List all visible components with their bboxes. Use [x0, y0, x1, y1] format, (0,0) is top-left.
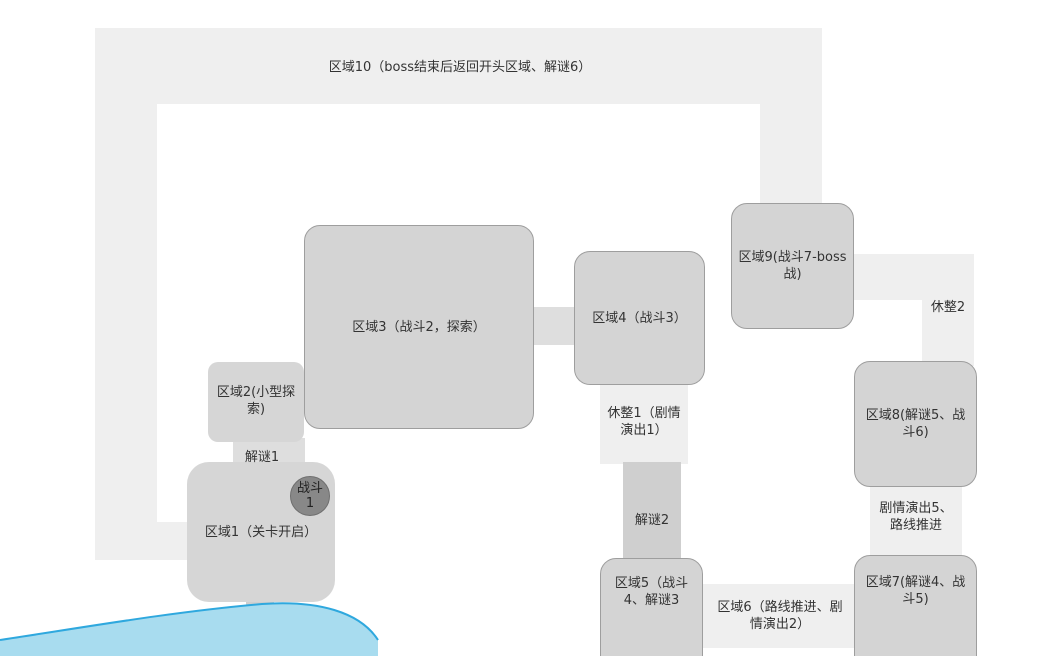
area10-top-corridor: [95, 28, 822, 104]
area10-left-corridor: [95, 28, 157, 560]
puzzle2-label: 解谜2: [634, 512, 670, 528]
room-area3-label: 区域3（战斗2，探索）: [352, 319, 486, 335]
rest2-corridor-vertical: [922, 254, 974, 366]
room-area7: 区域7(解谜4、战 斗5): [854, 555, 977, 656]
room-area2: 区域2(小型探 索): [208, 362, 304, 442]
room-area5: 区域5（战斗 4、解谜3: [600, 558, 703, 656]
puzzle1-label: 解谜1: [244, 449, 280, 465]
room-area9-label: 区域9(战斗7-boss 战): [738, 250, 847, 282]
story5-label: 剧情演出5、 路线推进: [879, 501, 953, 533]
room-area2-label: 区域2(小型探 索): [216, 385, 296, 417]
r3-r4-link: [532, 307, 578, 345]
room-area5-label: 区域5（战斗 4、解谜3: [614, 576, 689, 608]
puzzle2-corridor: [623, 462, 681, 562]
area10-right-corridor: [760, 28, 822, 208]
room-area3: 区域3（战斗2，探索）: [304, 225, 534, 429]
rest1-corridor: [600, 384, 688, 464]
area6-label: 区域6（路线推进、剧 情演出2）: [717, 600, 843, 632]
river-edge: [0, 602, 379, 641]
river-shape: [0, 603, 378, 656]
area6-corridor: [702, 584, 858, 648]
room-area8: 区域8(解谜5、战 斗6): [854, 361, 977, 487]
room-area7-label: 区域7(解谜4、战 斗5): [865, 575, 966, 607]
room-area4: 区域4（战斗3）: [574, 251, 705, 385]
rest2-label: 休整2: [930, 299, 966, 315]
story5-corridor: [870, 484, 962, 560]
area10-label: 区域10（boss结束后返回开头区域、解谜6）: [328, 59, 592, 75]
room-area1-label: 区域1（关卡开启）: [204, 524, 318, 540]
room-area9: 区域9(战斗7-boss 战): [731, 203, 854, 329]
room-area8-label: 区域8(解谜5、战 斗6): [865, 408, 966, 440]
rest1-label: 休整1（剧情 演出1）: [607, 406, 681, 438]
room-area4-label: 区域4（战斗3）: [592, 310, 687, 326]
battle1-badge: 战斗 1: [290, 476, 330, 516]
area10-bottom-corridor: [95, 522, 205, 560]
